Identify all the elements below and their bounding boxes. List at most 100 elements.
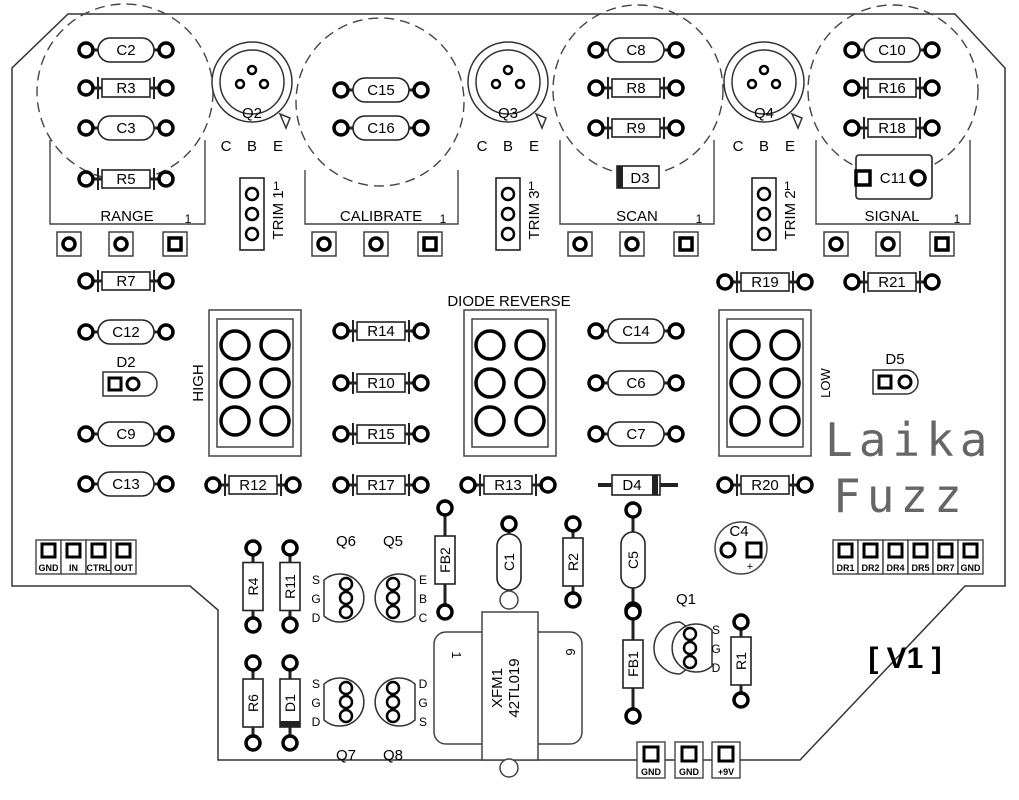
q2-label: Q2 (242, 105, 262, 122)
header-label: DR7 (936, 563, 954, 573)
round-pad (587, 374, 605, 392)
part-c8: C8 (587, 37, 685, 63)
round-pad (624, 501, 642, 519)
part-r5: R5 (77, 168, 175, 190)
q2-pin-e: E (273, 138, 283, 155)
header-pad: OUT (110, 539, 137, 575)
c4-plus: + (747, 561, 753, 573)
round-pad (284, 476, 302, 494)
q7-pin-g: G (311, 696, 320, 710)
c16-label: C16 (367, 120, 395, 137)
round-pad (157, 425, 175, 443)
c1-label: C1 (501, 553, 517, 571)
fb2-label: FB2 (437, 547, 453, 573)
round-pad (587, 119, 605, 137)
c14-label: C14 (622, 323, 650, 340)
part-r13: R13 (459, 474, 557, 496)
part-c15: C15 (332, 77, 430, 103)
round-pad (412, 374, 430, 392)
part-r6: R6 (242, 654, 264, 752)
power-label: +9V (718, 767, 734, 777)
r21-label: R21 (878, 274, 906, 291)
round-pad (281, 616, 299, 634)
round-pad (244, 539, 262, 557)
part-r19: R19 (716, 271, 814, 293)
header-label: DR1 (836, 563, 854, 573)
logo-fuzz: Fuzz (833, 469, 968, 523)
round-pad (157, 272, 175, 290)
capacitor-c4: C4 + (714, 521, 768, 575)
round-pad (412, 476, 430, 494)
part-fb2: FB2 (434, 499, 456, 621)
c15-label: C15 (367, 82, 395, 99)
part-r16: R16 (843, 77, 941, 99)
q7-pin-d: D (312, 715, 321, 729)
signal-label: SIGNAL (864, 208, 919, 225)
round-pad (716, 273, 734, 291)
pot-brackets (49, 140, 971, 225)
version-label: [ V1 ] (868, 642, 941, 675)
q6-label: Q6 (336, 533, 356, 550)
round-pad (500, 515, 518, 533)
scan-label: SCAN (616, 208, 658, 225)
d1-label: D1 (282, 694, 298, 712)
q3-label: Q3 (498, 105, 518, 122)
r5-label: R5 (116, 171, 135, 188)
header-label: GND (961, 563, 982, 573)
r12-label: R12 (239, 477, 267, 494)
header-label: DR4 (886, 563, 904, 573)
round-pad (157, 475, 175, 493)
r13-label: R13 (494, 477, 522, 494)
header-label: GND (39, 563, 60, 573)
xfm-pin6: 6 (563, 648, 578, 655)
round-pad (459, 476, 477, 494)
round-pad (77, 323, 95, 341)
pot-calibrate-circle (295, 17, 465, 187)
calibrate-label: CALIBRATE (340, 208, 422, 225)
c5-label: C5 (625, 551, 641, 569)
power-label: GND (679, 767, 700, 777)
power-pad: +9V (711, 741, 741, 779)
round-pad (843, 273, 861, 291)
q3-pin-e: E (529, 138, 539, 155)
round-pad (587, 41, 605, 59)
q5-pin-c: C (419, 611, 428, 625)
part-c11: C11 (854, 154, 933, 200)
q4-pin-c: C (733, 138, 744, 155)
part-r1: R1 (730, 613, 752, 709)
round-pad (77, 170, 95, 188)
round-pad (624, 603, 642, 621)
r16-label: R16 (878, 80, 906, 97)
q4-pin-e: E (785, 138, 795, 155)
round-pad (923, 79, 941, 97)
q3-pin-c: C (477, 138, 488, 155)
scan-pin1-label: 1 (696, 212, 703, 226)
part-c3: C3 (77, 115, 175, 141)
round-pad (843, 41, 861, 59)
round-pad (796, 476, 814, 494)
q3-pin-b: B (503, 138, 513, 155)
q1-pin-g: G (711, 642, 720, 656)
part-r11: R11 (279, 539, 301, 634)
c8-label: C8 (626, 42, 645, 59)
signal-pin1-label: 1 (954, 212, 961, 226)
round-pad (77, 475, 95, 493)
r4-label: R4 (245, 577, 261, 595)
round-pad (332, 322, 350, 340)
round-pad (412, 81, 430, 99)
r7-label: R7 (116, 273, 135, 290)
part-r3: R3 (77, 77, 175, 99)
c10-label: C10 (878, 42, 906, 59)
trim2-label: TRIM 2 (782, 190, 799, 239)
header-label: OUT (114, 563, 134, 573)
c2-label: C2 (116, 42, 135, 59)
header-pad: DR5 (907, 539, 934, 575)
xfm-pin1: 1 (449, 651, 464, 658)
header-label: DR2 (861, 563, 879, 573)
part-d1: D1 (279, 654, 301, 752)
fb1-label: FB1 (625, 651, 641, 677)
q6-pin-s: S (312, 573, 320, 587)
q5-pin-e: E (419, 573, 427, 587)
